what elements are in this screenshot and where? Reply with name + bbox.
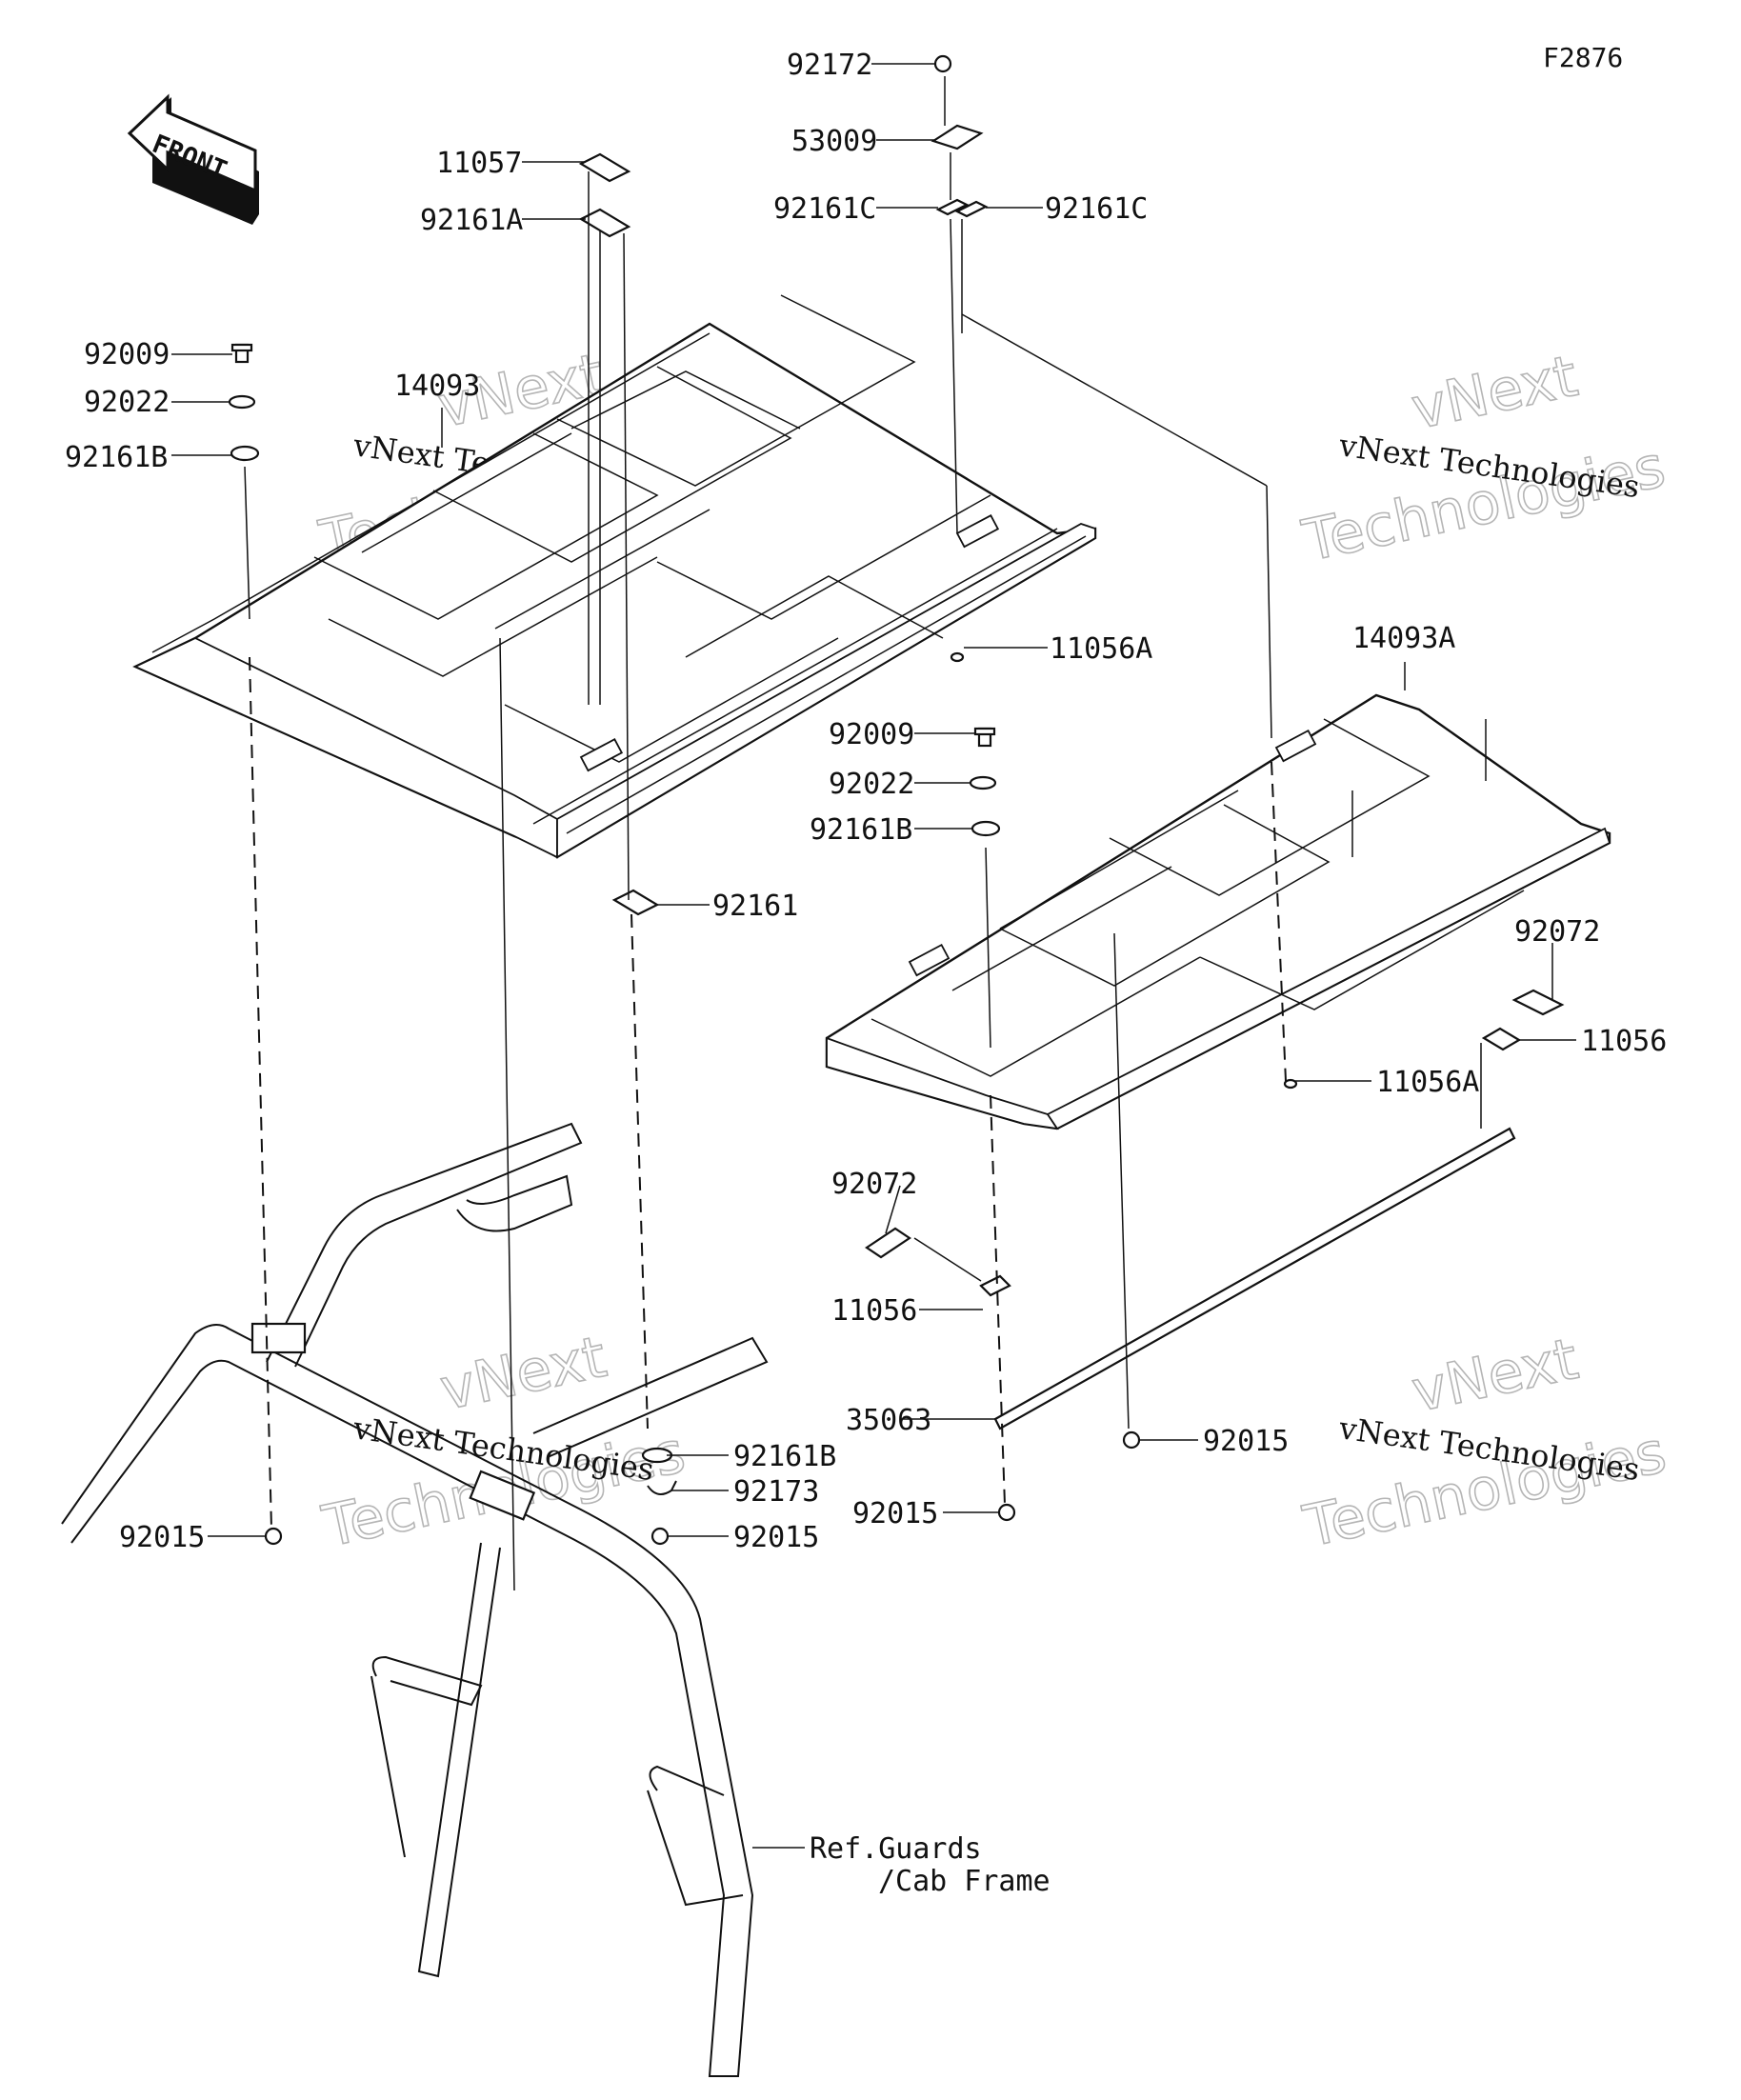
leader-lines xyxy=(171,63,1576,1849)
label-92173: 92173 xyxy=(733,1475,819,1509)
label-92015-frame: 92015 xyxy=(733,1521,819,1554)
part-labels: 92172 53009 92161C 92161C 11057 92161A 9… xyxy=(65,49,1667,1898)
label-92009-center: 92009 xyxy=(829,718,914,751)
front-direction-arrow: FRONT xyxy=(127,93,259,225)
reference-note-line2: /Cab Frame xyxy=(878,1865,1051,1898)
label-92161c-right: 92161C xyxy=(1045,192,1148,226)
label-11057: 11057 xyxy=(436,147,522,180)
label-92015-left: 92015 xyxy=(119,1521,205,1554)
watermark-outline-vnext: vNext xyxy=(1407,1326,1584,1426)
label-11056a-top: 11056A xyxy=(1050,632,1152,666)
small-parts xyxy=(228,54,1565,1546)
label-92161b-center: 92161B xyxy=(810,813,912,847)
seal-strip xyxy=(993,1127,1516,1430)
label-92022-center: 92022 xyxy=(829,768,914,801)
label-92161c-left: 92161C xyxy=(773,192,876,226)
label-11056-right: 11056 xyxy=(1581,1025,1667,1058)
cab-frame xyxy=(61,1122,769,2077)
label-92161b-left: 92161B xyxy=(65,441,168,474)
label-92072-right: 92072 xyxy=(1514,915,1600,949)
label-92172: 92172 xyxy=(787,49,872,82)
roof-panel-rear xyxy=(825,693,1611,1130)
label-92161a: 92161A xyxy=(420,204,523,237)
label-14093a: 14093A xyxy=(1352,622,1455,655)
label-92022-left: 92022 xyxy=(84,386,170,419)
label-92015-center: 92015 xyxy=(852,1497,938,1530)
label-11056-left: 11056 xyxy=(831,1294,917,1328)
roof-panel-front xyxy=(132,294,1097,859)
label-35063: 35063 xyxy=(846,1404,931,1437)
label-92072-left: 92072 xyxy=(831,1168,917,1201)
label-92161b-bottom: 92161B xyxy=(733,1440,836,1473)
watermark-outline-vnext: vNext xyxy=(1406,343,1583,443)
label-92015-right: 92015 xyxy=(1203,1425,1289,1458)
label-92009-left: 92009 xyxy=(84,338,170,371)
diagram-code: F2876 xyxy=(1543,42,1623,73)
label-14093: 14093 xyxy=(394,370,480,403)
label-11056a-right: 11056A xyxy=(1376,1066,1479,1099)
watermark-outline-vnext: vNext xyxy=(434,1324,611,1424)
label-92161: 92161 xyxy=(712,890,798,923)
label-53009: 53009 xyxy=(791,125,877,158)
reference-note-line1: Ref.Guards xyxy=(810,1832,982,1866)
